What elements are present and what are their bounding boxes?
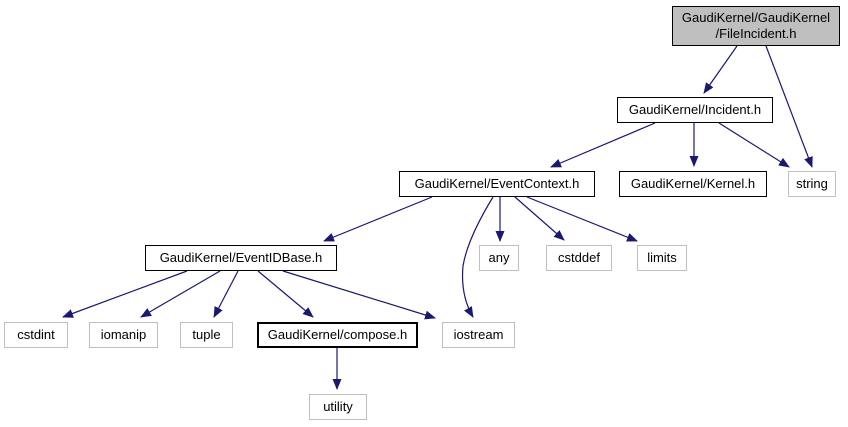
node-compose[interactable]: GaudiKernel/compose.h xyxy=(257,322,418,348)
edge-eventcontext-eventidbase xyxy=(323,196,433,242)
node-tuple: tuple xyxy=(180,322,233,348)
edge-incident-eventcontext xyxy=(550,122,656,168)
edge-eventidbase-iostream xyxy=(282,270,436,320)
edge-eventidbase-compose xyxy=(257,270,314,318)
node-cstddef: cstddef xyxy=(546,245,612,271)
edge-fileincident-incident xyxy=(703,45,738,94)
node-cstdint: cstdint xyxy=(4,322,68,348)
node-iostream: iostream xyxy=(442,322,515,348)
node-kernel[interactable]: GaudiKernel/Kernel.h xyxy=(619,171,767,197)
edge-eventidbase-cstdint xyxy=(62,270,188,318)
node-eventidbase[interactable]: GaudiKernel/EventIDBase.h xyxy=(145,245,337,271)
node-limits: limits xyxy=(637,245,687,271)
edge-incident-string xyxy=(718,122,790,168)
node-fileincident: GaudiKernel/GaudiKernel /FileIncident.h xyxy=(672,6,840,46)
edge-eventcontext-limits xyxy=(526,196,638,242)
edge-eventidbase-iomanip xyxy=(140,270,221,318)
node-utility: utility xyxy=(309,394,367,420)
node-any: any xyxy=(479,245,519,271)
node-eventcontext[interactable]: GaudiKernel/EventContext.h xyxy=(399,171,595,197)
edge-eventidbase-tuple xyxy=(213,270,239,318)
node-incident[interactable]: GaudiKernel/Incident.h xyxy=(617,97,773,123)
edge-eventcontext-cstddef xyxy=(514,196,565,241)
node-string: string xyxy=(788,171,836,197)
node-iomanip: iomanip xyxy=(89,322,158,348)
